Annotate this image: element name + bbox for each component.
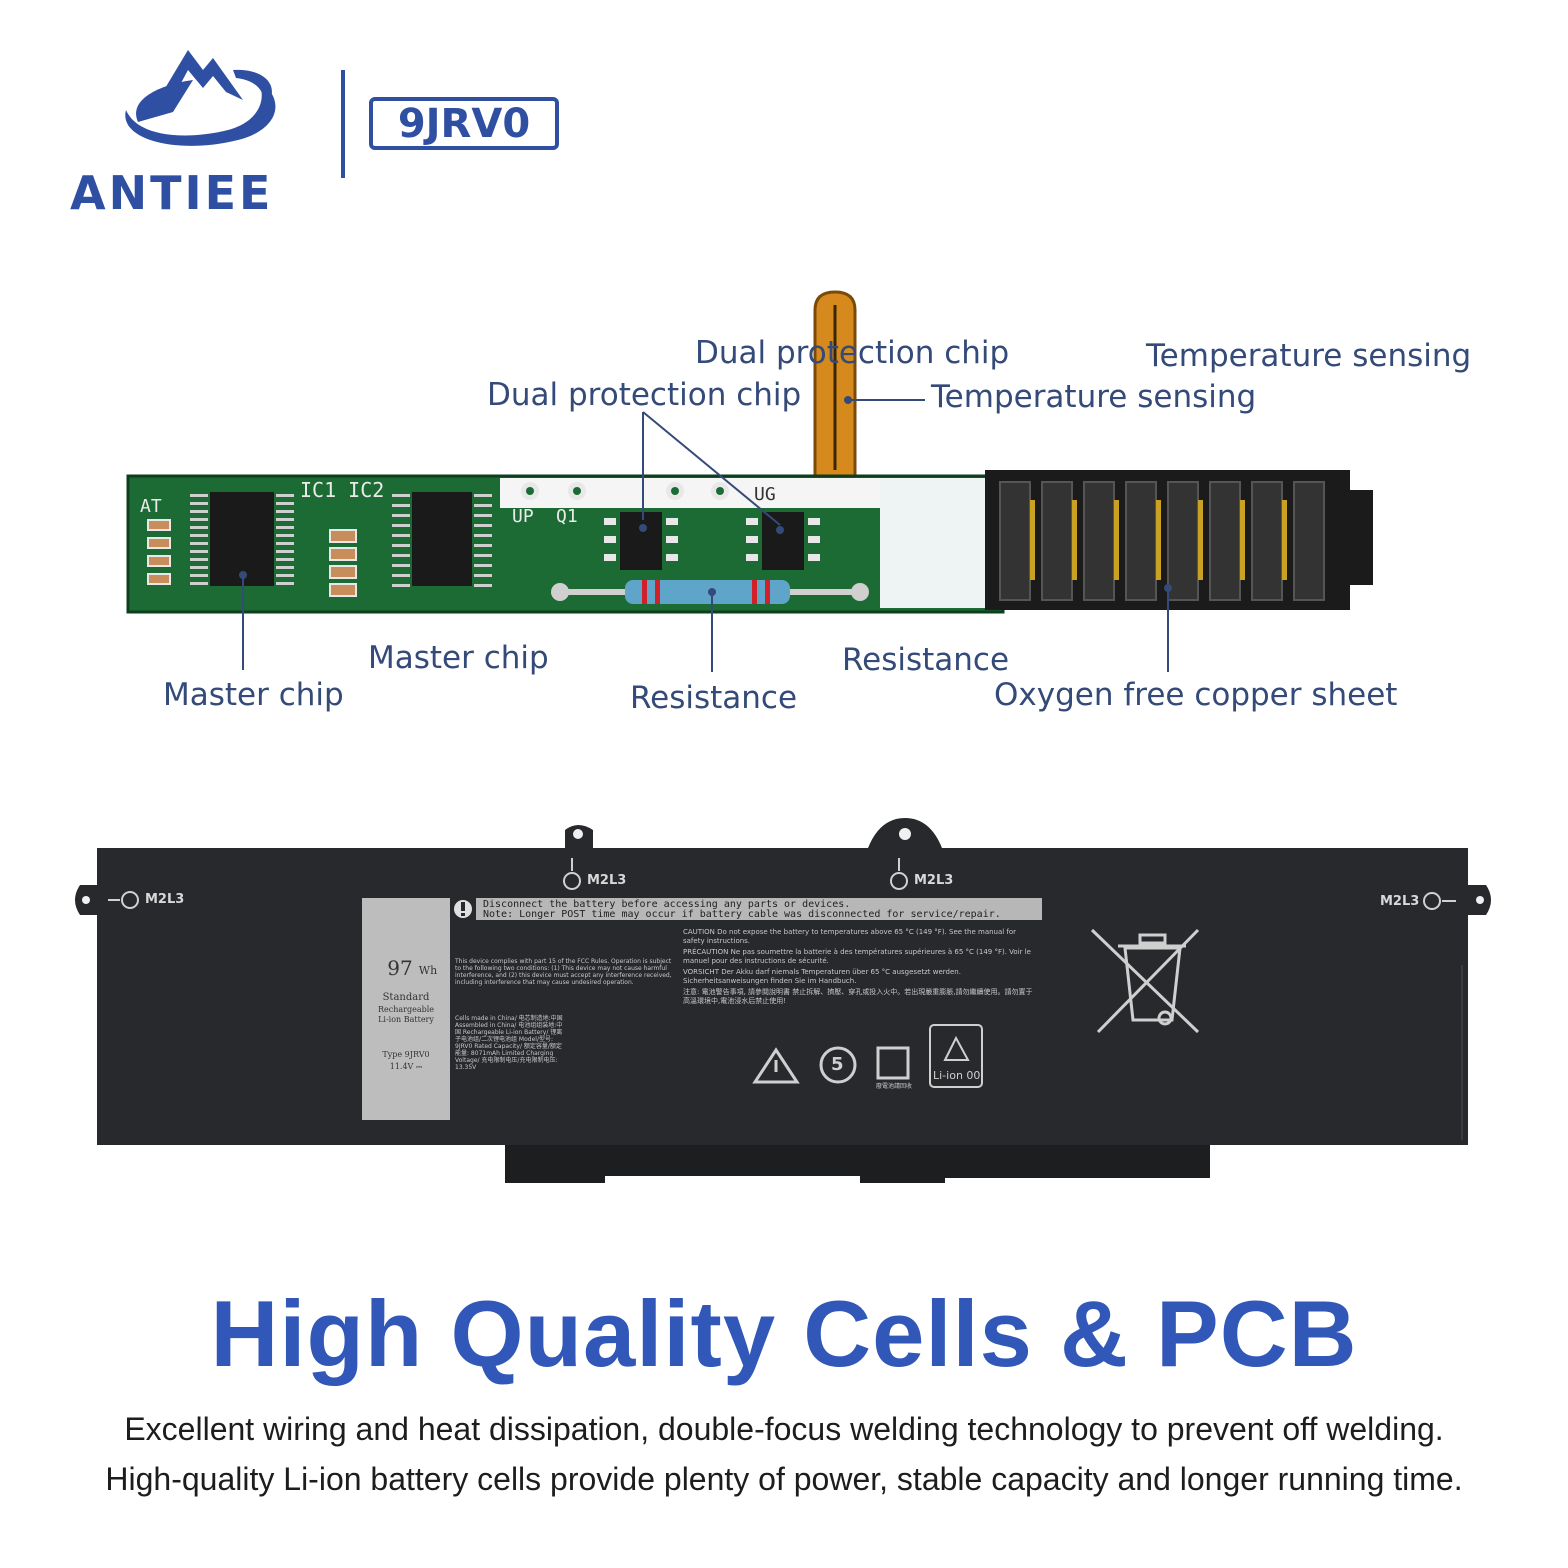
brand-name: ANTIEE — [70, 166, 274, 220]
recycle-cn: 廢電池請回收 — [876, 1083, 913, 1090]
silkscreen-at: AT — [140, 496, 162, 517]
recycle-square-icon — [876, 1046, 910, 1080]
label-dual-protection-chip-2: Dual protection chip — [487, 377, 802, 413]
vorsicht-text: VORSICHT Der Akku darf niemals Temperatu… — [683, 968, 961, 985]
headline: High Quality Cells & PCB — [210, 1281, 1358, 1386]
chinese-note: 注意: 電池警告事項, 請參閱說明書 禁止拆解、擠壓、穿孔或投入火中。若出現嚴重… — [683, 988, 1033, 1005]
label-oxygen-free-copper-sheet: Oxygen free copper sheet — [994, 677, 1398, 713]
mount-code-center-right: M2L3 — [914, 873, 954, 888]
antiee-logo-icon — [125, 50, 276, 146]
label-dual-protection-chip: Dual protection chip — [695, 335, 1010, 371]
li-ion-recycle-icon — [929, 1024, 983, 1088]
label-resistance: Resistance — [842, 642, 1010, 678]
model-badge: 9JRV0 — [369, 97, 559, 150]
label-temperature-sensing-2: Temperature sensing — [931, 379, 1257, 415]
warning-line-1: Disconnect the battery before accessing … — [483, 899, 851, 910]
li-ion-label: Li-ion 00 — [933, 1069, 981, 1082]
logo-divider — [341, 70, 345, 178]
capacity-label: 97 Wh Standard Rechargeable Li-ion Batte… — [362, 898, 450, 1120]
mount-code-center-left: M2L3 — [587, 873, 627, 888]
description-line-1: Excellent wiring and heat dissipation, d… — [124, 1411, 1444, 1447]
weee-bin-icon — [1090, 928, 1200, 1034]
pcb-illustration: IC1 IC2 AT UP Q1 UG — [126, 290, 1373, 672]
type-text: Type 9JRV0 — [382, 1050, 430, 1059]
capacity-value: 97 — [387, 956, 413, 980]
mount-code-right: M2L3 — [1380, 894, 1420, 909]
chemistry-text: Li-ion Battery — [378, 1015, 434, 1024]
fcc-text: This device complies with part 15 of the… — [455, 958, 672, 986]
master-chip-icon — [190, 492, 294, 586]
voltage-text: 11.4V ⎓ — [389, 1062, 423, 1071]
label-resistance-2: Resistance — [630, 680, 798, 716]
cells-text: Cells made in China/ 电芯制造地:中国 Assembled … — [455, 1015, 563, 1071]
label-master-chip-2: Master chip — [163, 677, 344, 713]
caution-text: CAUTION Do not expose the battery to tem… — [683, 928, 1017, 945]
capacity-unit: Wh — [418, 964, 438, 977]
hazard-icon — [752, 1047, 800, 1084]
protection-chip-icon — [762, 512, 804, 570]
copper-connector-icon — [985, 470, 1373, 610]
label-master-chip: Master chip — [368, 640, 549, 676]
resistor-icon — [625, 580, 790, 604]
protection-chip-icon — [620, 512, 662, 570]
standard-text: Standard — [382, 992, 430, 1003]
secondary-chip-icon — [392, 492, 492, 587]
epup-years: 5 — [831, 1054, 844, 1075]
rechargeable-text: Rechargeable — [377, 1005, 435, 1014]
mount-code-left: M2L3 — [145, 892, 185, 907]
silkscreen-ug: UG — [754, 484, 776, 505]
silkscreen-ic: IC1 IC2 — [300, 478, 384, 502]
silkscreen-up: UP — [512, 506, 534, 527]
description-line-2: High-quality Li-ion battery cells provid… — [105, 1461, 1463, 1497]
silkscreen-q1: Q1 — [556, 506, 578, 527]
warning-line-2: Note: Longer POST time may occur if batt… — [483, 909, 1001, 920]
label-temperature-sensing: Temperature sensing — [1146, 338, 1472, 374]
precaution-text: PRÉCAUTION Ne pas soumettre la batterie … — [683, 948, 1031, 965]
epup-icon — [819, 1046, 857, 1084]
